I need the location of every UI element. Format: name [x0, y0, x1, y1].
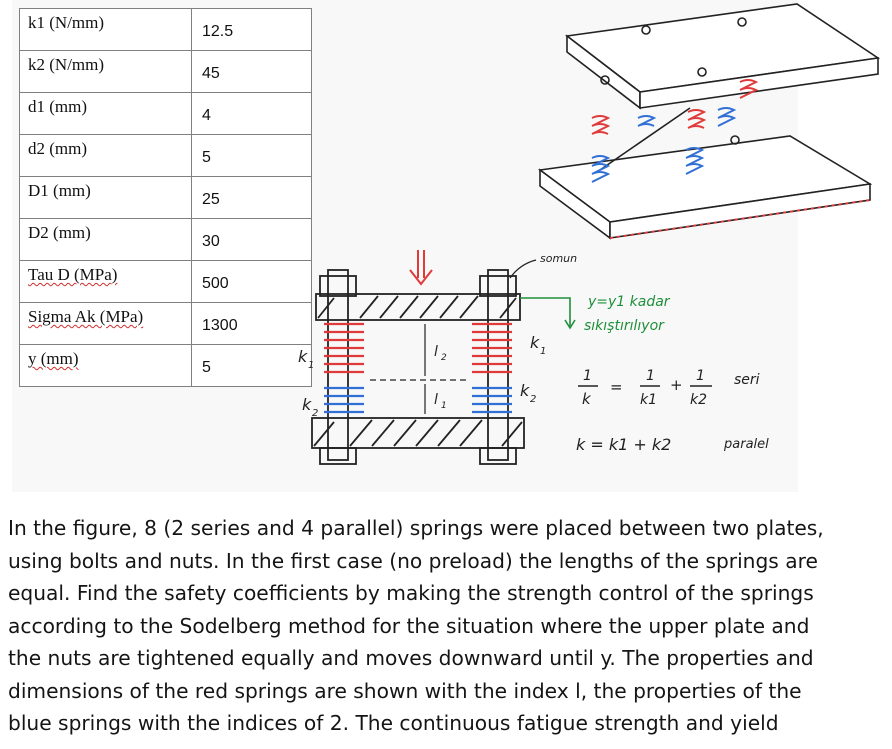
k1-right-label: k: [530, 333, 540, 352]
property-value: 5: [191, 344, 312, 387]
paragraph-line: In the figure, 8 (2 series and 4 paralle…: [8, 516, 824, 540]
formula-numerator: 1: [646, 368, 655, 384]
property-value: 4: [191, 92, 312, 135]
property-value: 1300: [191, 302, 312, 345]
springs-3d: [591, 79, 759, 183]
l2-label: l: [434, 344, 438, 360]
formula-parallel: k = k1 + k2: [576, 435, 671, 454]
cross-section-sketch: [311, 269, 525, 465]
paragraph-line: blue springs with the indices of 2. The …: [8, 711, 779, 735]
l1-sub: 1: [441, 401, 447, 411]
spring-sketch: somun k 1 k 2 k 1 k 2 l 2 l 1 y=y1 kadar…: [298, 3, 881, 465]
force-arrow-icon: [409, 250, 433, 286]
table-row: d1 (mm) 4: [19, 92, 312, 135]
k2-left-sub: 2: [312, 408, 318, 419]
table-row: k1 (N/mm) 12.5: [19, 8, 312, 51]
formula-denominator: k: [582, 390, 592, 408]
nut-label: somun: [540, 252, 577, 265]
paragraph-line: according to the Sodelberg method for th…: [8, 613, 810, 638]
property-name-text: y (mm): [28, 349, 79, 368]
k1-left-sub: 1: [308, 360, 314, 371]
properties-table: k1 (N/mm) 12.5 k2 (N/mm) 45 d1 (mm) 4 d2…: [19, 8, 312, 387]
k2-right-label: k: [520, 381, 530, 400]
note-arrow-icon: [564, 319, 576, 330]
formula-numerator: 1: [696, 368, 705, 384]
paragraph-line: dimensions of the red springs are shown …: [8, 678, 802, 703]
k1-right-sub: 1: [540, 346, 546, 357]
formula-denominator: k2: [690, 392, 707, 408]
nut-pointer-line: [509, 259, 537, 279]
formula-equals-sign: =: [610, 378, 623, 396]
property-name-text: Sigma Ak (MPa): [28, 307, 144, 326]
table-row: k2 (N/mm) 45: [19, 50, 312, 93]
paragraph-line: using bolts and nuts. In the first case …: [8, 548, 818, 573]
property-name: Tau D (MPa): [19, 260, 192, 303]
note-line-1: y=y1 kadar: [587, 294, 671, 310]
table-row: y (mm) 5: [19, 344, 312, 387]
k2-right-sub: 2: [530, 394, 536, 405]
note-bracket: [520, 297, 571, 326]
paragraph-line: equal. Find the safety coefficients by m…: [8, 581, 814, 605]
formula-denominator: k1: [640, 392, 657, 408]
property-name: k1 (N/mm): [19, 8, 192, 51]
problem-statement: In the figure, 8 (2 series and 4 paralle…: [8, 512, 888, 740]
plates-3d-illustration: [537, 3, 881, 240]
property-value: 45: [191, 50, 312, 93]
formula-plus-sign: +: [670, 376, 683, 394]
table-row: D1 (mm) 25: [19, 176, 312, 219]
table-row: Tau D (MPa) 500: [19, 260, 312, 303]
property-name: d2 (mm): [19, 134, 192, 177]
formula-numerator: 1: [583, 368, 592, 384]
property-value: 500: [191, 260, 312, 303]
l1-label: l: [434, 392, 438, 408]
springs-2d: [324, 322, 512, 414]
formula-series-label: seri: [734, 372, 760, 388]
property-name: k2 (N/mm): [19, 50, 192, 93]
k2-left-label: k: [302, 395, 312, 414]
property-name: Sigma Ak (MPa): [19, 302, 192, 345]
property-value: 25: [191, 176, 312, 219]
paragraph-line: the nuts are tightened equally and moves…: [8, 646, 814, 670]
note-line-2: sıkıştırılıyor: [584, 318, 665, 334]
property-name: y (mm): [19, 344, 192, 387]
property-name-text: Tau D (MPa): [28, 265, 118, 284]
table-row: Sigma Ak (MPa) 1300: [19, 302, 312, 345]
k1-left-label: k: [298, 347, 308, 366]
formula-parallel-label: paralel: [723, 437, 769, 452]
table-row: d2 (mm) 5: [19, 134, 312, 177]
l2-sub: 2: [441, 353, 447, 363]
